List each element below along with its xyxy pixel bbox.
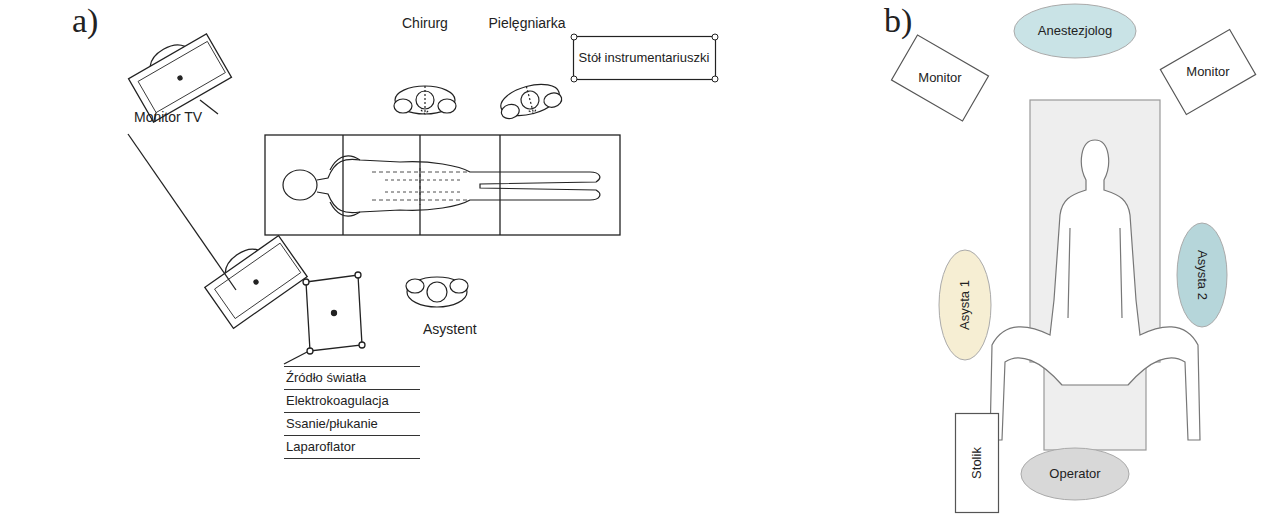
equipment-cart	[306, 275, 362, 351]
box-shape	[956, 414, 999, 513]
panel-label: a)	[72, 2, 98, 39]
leader-line	[284, 351, 309, 364]
monitor-callout: Monitor TV	[134, 110, 202, 125]
node-label: Operator	[1049, 467, 1100, 482]
panel-label: b)	[884, 2, 912, 39]
equipment-cart	[355, 272, 361, 278]
assistant-ellipse: Asysta 2	[1176, 222, 1228, 328]
assistant-figure	[406, 277, 468, 307]
node-label: Monitor	[1186, 65, 1229, 80]
ellipse-shape	[1177, 223, 1227, 327]
nurse-figure	[500, 102, 521, 120]
table-caster	[712, 76, 718, 82]
node-label: Monitor	[918, 71, 961, 86]
side-table: Stolik	[955, 413, 999, 513]
assistant-figure	[406, 279, 424, 293]
tv-monitor	[124, 27, 231, 122]
assistant-figure	[427, 282, 447, 302]
patient-figure	[372, 172, 470, 200]
node-label: Elektrokoagulacja	[284, 390, 420, 413]
patient-figure	[385, 168, 460, 205]
operating-table	[265, 135, 620, 235]
patient-figure	[1068, 228, 1122, 318]
anesthesiologist-ellipse: Anestezjolog	[1013, 3, 1137, 59]
surgeon-figure	[395, 86, 455, 114]
equipment-cart	[303, 279, 309, 285]
node-label: Asysta 2	[1195, 250, 1210, 300]
nurse-figure	[542, 91, 563, 109]
equipment-cart	[303, 272, 365, 354]
equipment-list: Źródło światłaElektrokoagulacjaSsanie/pł…	[284, 366, 420, 460]
tv-monitor	[205, 236, 307, 329]
surgeon-figure	[394, 86, 456, 114]
leader-line	[128, 134, 236, 290]
patient-figure	[330, 156, 360, 216]
role-label: Asystent	[423, 322, 477, 337]
leader-line	[200, 100, 218, 114]
tv-monitor	[129, 34, 232, 122]
surgeon-figure	[421, 86, 429, 114]
patient-figure	[283, 156, 600, 216]
ellipse-shape	[1021, 448, 1129, 500]
node-label: Stolik	[970, 447, 985, 479]
table-caster	[712, 34, 718, 40]
tv-monitor	[200, 229, 307, 328]
operator-ellipse: Operator	[1020, 447, 1130, 501]
tv-monitor	[177, 75, 182, 80]
operating-table	[419, 135, 420, 235]
node-label: Anestezjolog	[1038, 24, 1112, 39]
node-label: Laparoflator	[284, 436, 420, 459]
tv-monitor	[215, 243, 301, 318]
operating-table	[499, 135, 500, 235]
node-label: Asysta 1	[958, 280, 973, 330]
ellipse-shape	[1014, 4, 1136, 58]
ellipse-shape	[939, 250, 991, 360]
tv-monitor	[138, 41, 225, 112]
instrument-table: Stół instrumentariuszki	[573, 36, 716, 80]
tv-monitor	[253, 279, 259, 285]
monitor-box: Monitor	[892, 38, 988, 118]
surgeon-figure	[438, 99, 456, 113]
patient-figure	[990, 140, 1200, 440]
assistant-figure	[407, 277, 467, 307]
operating-table	[342, 135, 343, 235]
assistant-ellipse: Asysta 1	[938, 249, 992, 361]
table-caster	[571, 34, 577, 40]
patient-figure	[990, 140, 1200, 440]
monitor-shape	[891, 35, 988, 121]
equipment-cart	[307, 348, 313, 354]
nurse-figure	[496, 78, 563, 121]
box-shape	[573, 37, 715, 80]
nurse-figure	[497, 79, 562, 122]
role-label: Pielęgniarka	[489, 16, 566, 31]
monitor-box: Monitor	[1160, 32, 1256, 112]
patient-figure	[283, 170, 317, 200]
equipment-cart	[359, 342, 365, 348]
patient-figure	[317, 159, 600, 212]
node-label: Ssanie/płukanie	[284, 413, 420, 436]
equipment-cart	[332, 311, 337, 316]
node-label: Stół instrumentariuszki	[579, 51, 710, 66]
nurse-figure	[523, 85, 538, 114]
monitor-shape	[1160, 29, 1255, 114]
assistant-figure	[450, 279, 468, 293]
table-caster	[571, 76, 577, 82]
surgeon-figure	[394, 99, 412, 113]
operating-table	[265, 135, 620, 235]
node-label: Źródło światła	[284, 367, 420, 390]
role-label: Chirurg	[402, 16, 448, 31]
